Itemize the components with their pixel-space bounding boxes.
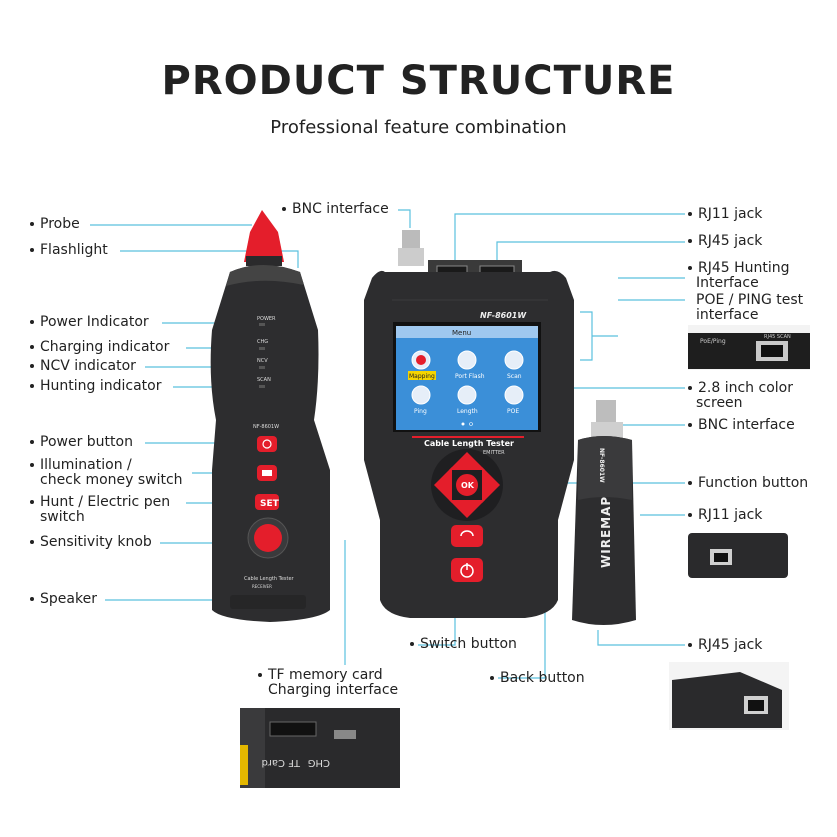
label-poe: POE / PING test <box>696 292 804 308</box>
label-power-button: Power button <box>30 435 133 450</box>
label-ncv-indicator: NCV indicator <box>30 359 136 374</box>
label-switch-button: Switch button <box>410 637 517 652</box>
svg-text:NF-8601W: NF-8601W <box>253 424 279 430</box>
label-screen-2: screen <box>696 395 743 411</box>
remote-name-label: WIREMAP <box>599 496 613 568</box>
port-poe-label: PoE/Ping <box>700 338 726 345</box>
label-screen: 2.8 inch color <box>688 381 793 396</box>
label-function-button: Function button <box>688 476 808 491</box>
svg-text:SCAN: SCAN <box>257 377 271 383</box>
screen-item-port-flash[interactable]: Port Flash <box>455 373 485 380</box>
switch-button[interactable] <box>451 525 483 547</box>
main-device: NF-8601W <box>364 230 574 618</box>
label-hunting-indicator: Hunting indicator <box>30 379 162 394</box>
label-power-indicator: Power Indicator <box>30 315 149 330</box>
ok-label: OK <box>461 481 475 490</box>
dpad-right-button[interactable] <box>482 467 500 503</box>
label-tf-card: TF memory card <box>258 668 383 683</box>
label-back-button: Back button <box>490 671 585 686</box>
label-tf-card-2: Charging interface <box>268 682 399 698</box>
tf-card-label: TF Card <box>262 757 301 768</box>
label-rj45-hunting-2: Interface <box>696 275 759 291</box>
remote-device <box>572 400 636 625</box>
svg-text:Cable Length Tester: Cable Length Tester <box>244 576 295 582</box>
main-brand-label: Cable Length Tester <box>424 439 514 448</box>
dpad-left-button[interactable] <box>434 467 452 503</box>
label-illumination-2: check money switch <box>40 472 183 488</box>
page-subtitle: Professional feature combination <box>270 117 567 138</box>
label-poe-2: interface <box>696 307 759 323</box>
port-rj45-label: RJ45 SCAN <box>764 334 791 340</box>
label-hunt-switch: Hunt / Electric pen <box>30 495 170 510</box>
label-rj45-bottom: RJ45 jack <box>688 638 762 653</box>
remote-model-label: NF-8601W <box>598 448 605 483</box>
label-bnc-right: BNC interface <box>688 418 795 433</box>
page-title: PRODUCT STRUCTURE <box>161 58 676 104</box>
ok-button[interactable] <box>454 472 480 498</box>
svg-text:RECEIVER: RECEIVER <box>252 584 272 589</box>
rj45-photo <box>669 662 789 730</box>
screen-item-ping[interactable]: Ping <box>414 408 427 415</box>
label-illumination: Illumination / <box>30 458 132 473</box>
label-flashlight: Flashlight <box>30 243 108 258</box>
dpad-up-button[interactable] <box>449 452 485 470</box>
screen-item-poe[interactable]: POE <box>507 408 519 415</box>
tf-photo <box>240 708 400 788</box>
label-rj11-right: RJ11 jack <box>688 508 762 523</box>
sensitivity-knob[interactable] <box>254 524 282 552</box>
main-type-label: EMITTER <box>483 450 505 456</box>
probe-power-button[interactable] <box>257 436 277 452</box>
rj11-photo <box>688 533 788 578</box>
screen-item-mapping[interactable]: Mapping <box>409 373 435 380</box>
main-model-label: NF-8601W <box>480 311 527 320</box>
screen-menu-title: Menu <box>452 329 471 337</box>
screen-item-scan[interactable]: Scan <box>507 373 522 380</box>
tf-chg-label: CHG <box>308 757 330 768</box>
probe-power-label: POWER <box>257 316 276 322</box>
label-probe: Probe <box>30 217 80 232</box>
probe-device: POWER CHG NCV SCAN NF-8601W SET Cable Le… <box>210 210 330 622</box>
svg-text:NCV: NCV <box>257 358 268 364</box>
label-rj11-top: RJ11 jack <box>688 207 762 222</box>
label-charging-indicator: Charging indicator <box>30 340 169 355</box>
svg-text:SET: SET <box>260 499 280 509</box>
label-speaker: Speaker <box>30 592 97 607</box>
svg-text:CHG: CHG <box>257 339 268 345</box>
port-photo <box>688 325 810 370</box>
label-rj45-hunting: RJ45 Hunting <box>688 261 790 276</box>
screen-item-length[interactable]: Length <box>457 408 478 415</box>
label-rj45-top: RJ45 jack <box>688 234 762 249</box>
label-bnc-top: BNC interface <box>282 202 389 217</box>
dpad-down-button[interactable] <box>449 500 485 518</box>
probe-set-button[interactable] <box>255 494 279 510</box>
label-sensitivity-knob: Sensitivity knob <box>30 535 152 550</box>
label-hunt-switch-2: switch <box>40 509 85 525</box>
